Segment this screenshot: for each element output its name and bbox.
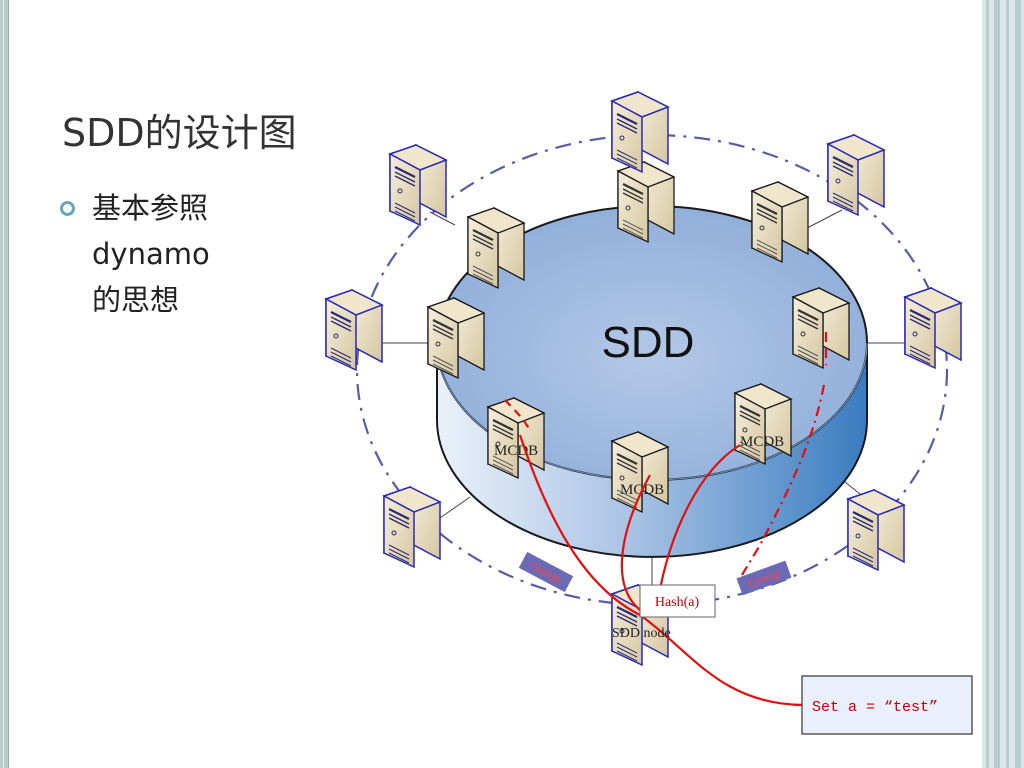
server-icon [826, 133, 886, 217]
server-icon [750, 180, 810, 264]
server-icon [610, 90, 670, 174]
command-box [801, 675, 973, 735]
bullet-circle-icon [60, 201, 75, 216]
mcdb-label: MCDB [494, 443, 538, 459]
server-icon [791, 286, 851, 370]
right-edge-decoration [982, 0, 1024, 768]
sdd-architecture-diagram: SDD MCDB MCDB MCDB Gossip Gossip Hash(a)… [324, 90, 973, 735]
hash-label: Hash(a) [655, 595, 700, 610]
gossip-tag-right: Gossip [736, 560, 792, 596]
server-icon [733, 382, 793, 466]
server-icon [466, 206, 526, 290]
command-label: Set a = “test” [812, 699, 938, 716]
server-icon [610, 430, 670, 514]
server-icon [903, 286, 963, 370]
bullet-text: 基本参照 dynamo 的思想 [92, 191, 210, 317]
sdd-center-label: SDD [602, 318, 695, 367]
sdd-node-label: SDD node [612, 626, 671, 641]
gossip-ring [355, 133, 949, 607]
server-icon [486, 396, 546, 480]
server-icon [388, 143, 448, 227]
server-icon [426, 296, 486, 380]
hash-box [639, 584, 716, 618]
server-icon [382, 485, 442, 569]
left-edge-decoration [0, 0, 9, 768]
server-icon [846, 488, 906, 572]
server-icon [324, 288, 384, 372]
slide-title: SDD的设计图 [62, 111, 297, 155]
gossip-tag-left: Gossip [518, 551, 574, 593]
mcdb-label: MCDB [740, 434, 784, 450]
server-icon [616, 160, 676, 244]
